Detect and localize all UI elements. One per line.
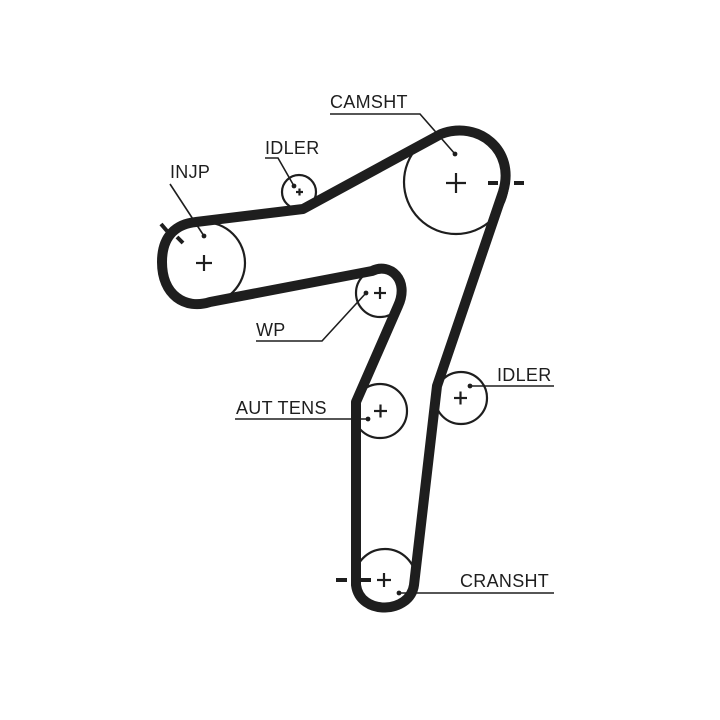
timing-marks: [159, 181, 524, 582]
idler-right-cross-icon: [454, 391, 467, 405]
injection-pump-label: INJP: [170, 162, 210, 182]
water-pump-leader-dot: [363, 290, 369, 296]
auto-tensioner-leader-dot: [365, 416, 371, 422]
crankshaft-label: CRANSHT: [460, 571, 549, 591]
idler-top-label: IDLER: [265, 138, 320, 158]
idler-right-label: IDLER: [497, 365, 552, 385]
crankshaft-cross-icon: [377, 573, 391, 587]
injection-pump-timing-mark: [175, 235, 185, 245]
timing-belt: [157, 125, 511, 613]
camshaft-leader-dot: [452, 151, 458, 157]
pulley-centre-marks: [196, 173, 467, 587]
camshaft-leader: [330, 113, 456, 155]
water-pump-leader: [256, 292, 367, 342]
pulleys: [161, 128, 510, 613]
injection-pump-cross-icon: [196, 255, 212, 271]
water-pump-cross-icon: [374, 287, 386, 299]
water-pump-label: WP: [256, 320, 286, 340]
idler-top-leader: [265, 157, 295, 187]
auto-tensioner-label: AUT TENS: [236, 398, 327, 418]
camshaft-label: CAMSHT: [330, 92, 408, 112]
injection-pump-timing-mark: [159, 222, 169, 233]
injection-pump-leader: [169, 183, 205, 237]
crankshaft-leader-dot: [396, 590, 402, 596]
idler-right-leader-dot: [467, 383, 473, 389]
injection-pump-leader-dot: [201, 233, 207, 239]
auto-tensioner-cross-icon: [374, 404, 387, 418]
camshaft-cross-icon: [446, 173, 466, 193]
labels: CAMSHT IDLER INJP WP AUT TENS IDLER CRAN…: [170, 92, 552, 591]
leader-lines: [169, 113, 554, 596]
idler-top-leader-dot: [291, 183, 297, 189]
idler-top-cross-icon: [296, 188, 303, 196]
